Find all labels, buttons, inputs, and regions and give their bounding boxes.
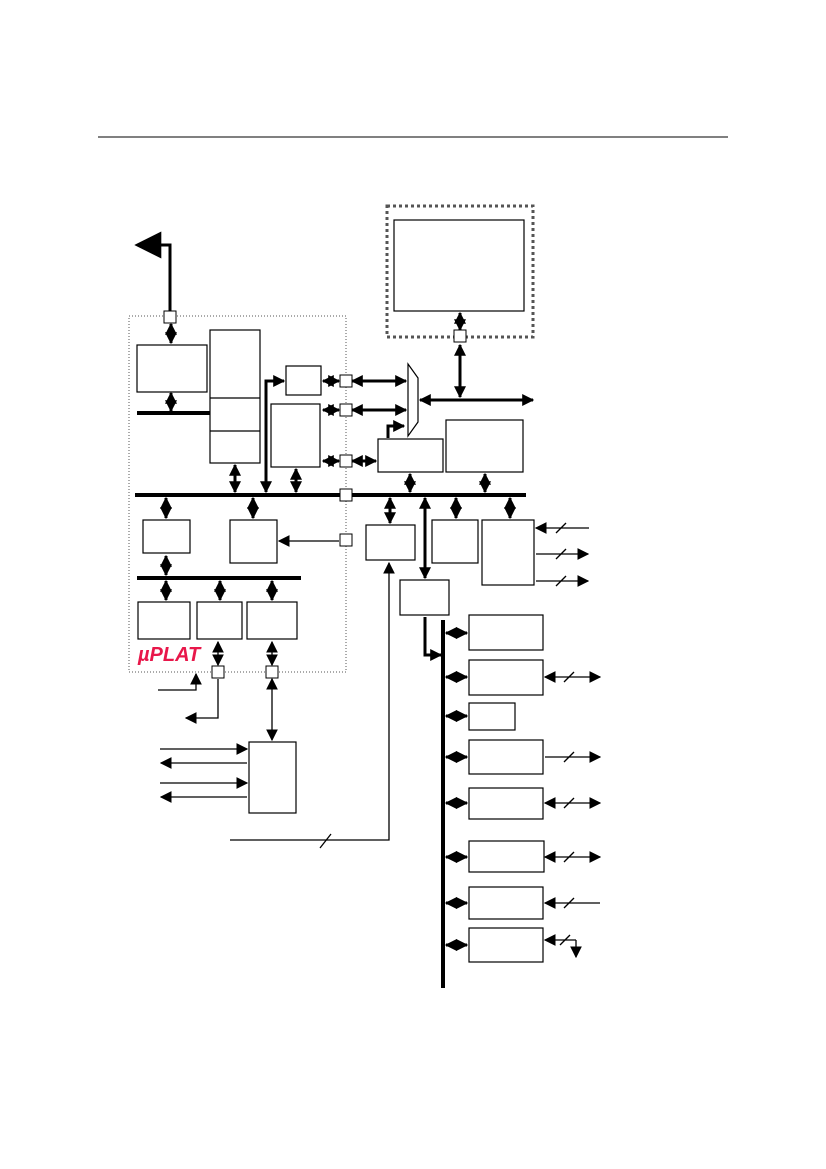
connector: [563, 797, 575, 809]
connector: [563, 671, 575, 683]
connector: [563, 851, 575, 863]
connector: [559, 934, 571, 946]
chip-boundary: [128, 315, 347, 673]
uplat-logo: µPLAT: [138, 644, 201, 666]
ports: [163, 310, 467, 679]
external-memory-block: [393, 219, 525, 312]
buses: [135, 411, 526, 988]
connections: [134, 231, 602, 959]
connector: [563, 897, 575, 909]
connector: [563, 751, 575, 763]
